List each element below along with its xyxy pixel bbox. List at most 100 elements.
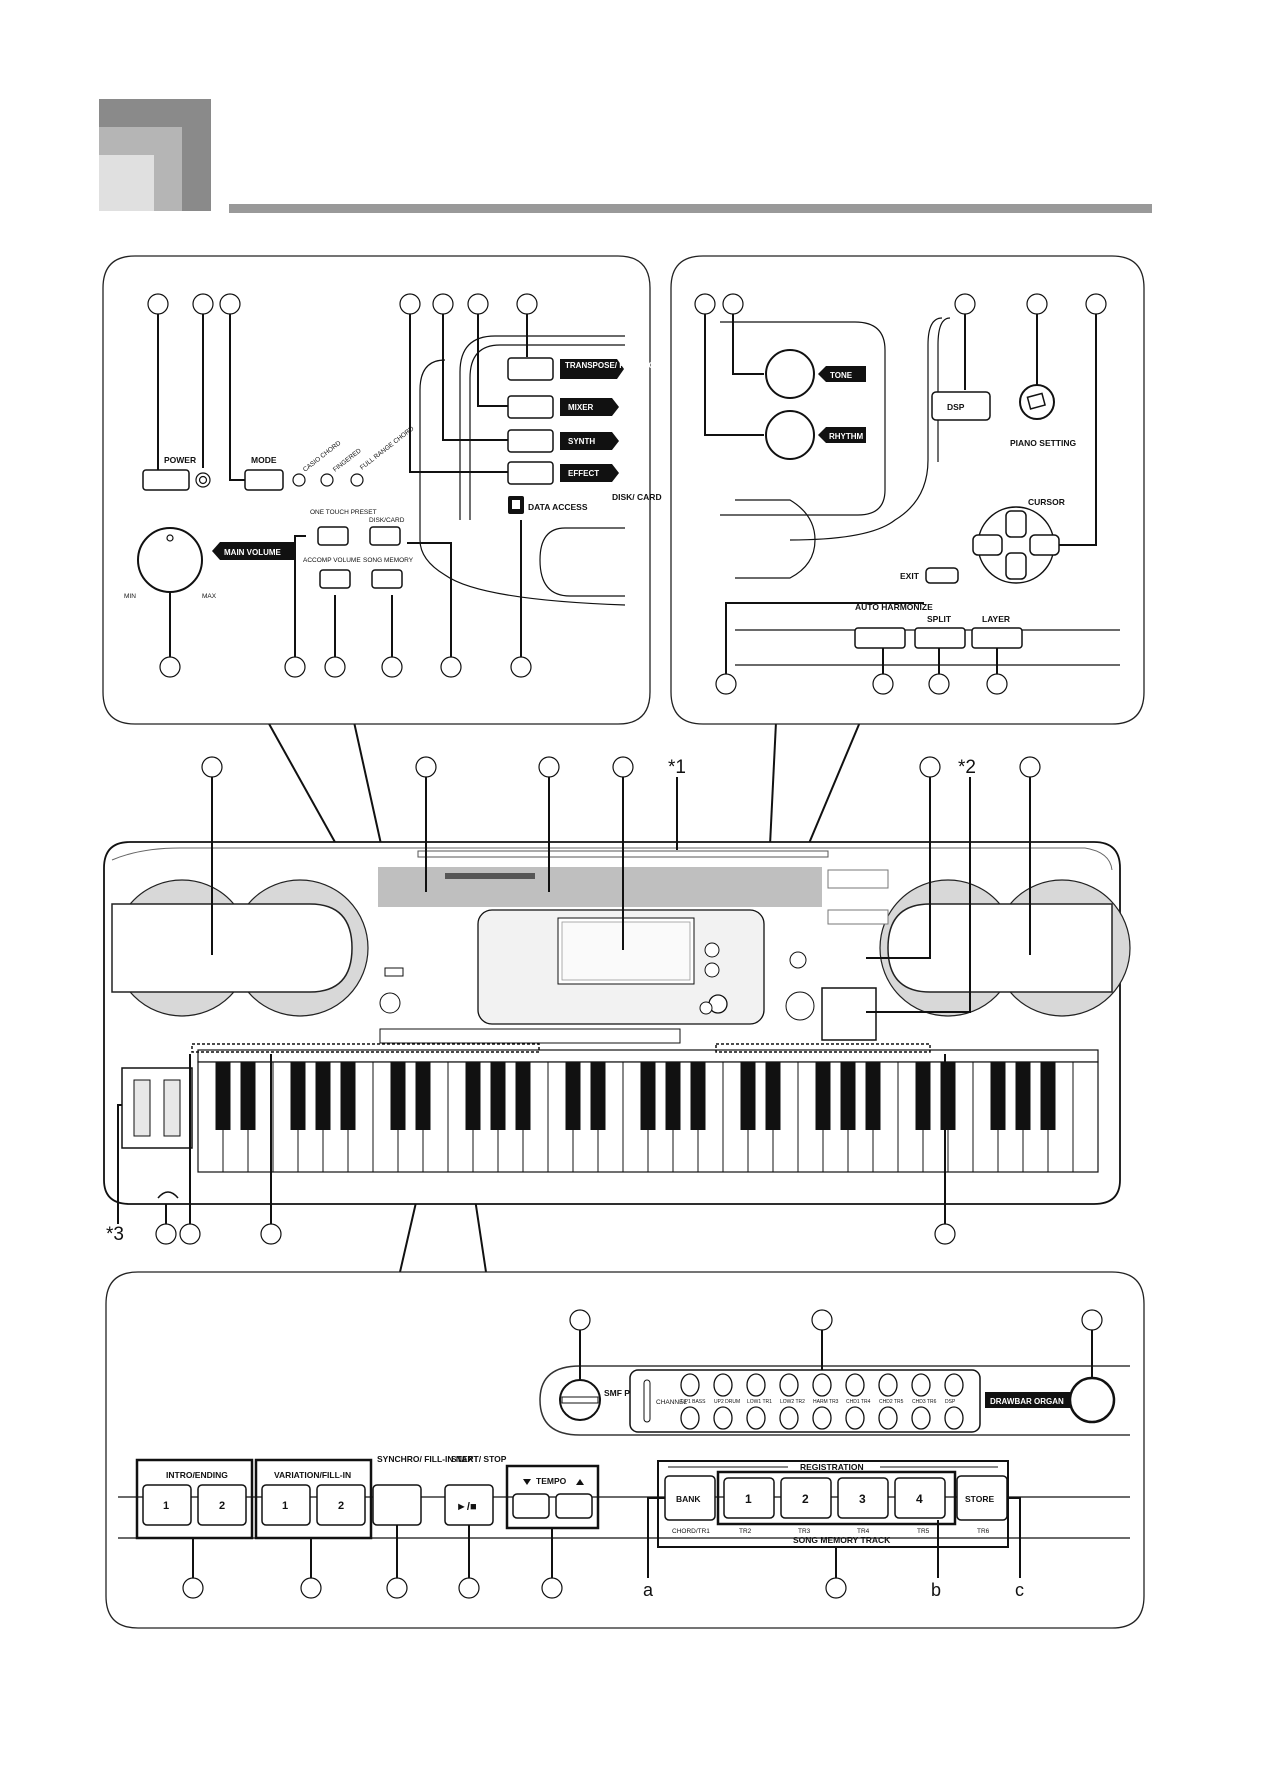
channel-track-label: UP2 DRUM (714, 1399, 740, 1405)
black-key[interactable] (1015, 1062, 1031, 1130)
callout-number-circle (919, 756, 941, 778)
rhythm-button[interactable] (765, 410, 815, 460)
tone-button[interactable] (765, 349, 815, 399)
synth-button[interactable] (507, 429, 554, 453)
channel-button-upper[interactable] (812, 1373, 832, 1397)
split-label: SPLIT (927, 614, 952, 624)
black-key[interactable] (840, 1062, 856, 1130)
header-square-light (99, 155, 154, 211)
channel-track-label: UP1 BASS (681, 1399, 706, 1405)
song-memory-track-label: SONG MEMORY TRACK (793, 1535, 891, 1545)
channel-button-upper[interactable] (713, 1373, 733, 1397)
channel-button-lower[interactable] (746, 1406, 766, 1430)
channel-button-upper[interactable] (746, 1373, 766, 1397)
channel-button-lower[interactable] (878, 1406, 898, 1430)
black-key[interactable] (340, 1062, 356, 1130)
layer-button[interactable] (971, 627, 1023, 649)
piano-setting-button[interactable] (1019, 384, 1055, 420)
black-key[interactable] (465, 1062, 481, 1130)
dsp-button[interactable] (931, 391, 991, 421)
channel-button-upper[interactable] (944, 1373, 964, 1397)
cursor-right-button[interactable] (1029, 534, 1060, 556)
black-key[interactable] (240, 1062, 256, 1130)
variation-1-button[interactable] (261, 1484, 311, 1526)
data-access-label: DATA ACCESS (528, 502, 588, 512)
channel-button-upper[interactable] (680, 1373, 700, 1397)
tempo-up-button[interactable] (555, 1493, 593, 1519)
auto-harmonize-button[interactable] (854, 627, 906, 649)
phones-jack-icon (157, 1191, 179, 1199)
channel-button-lower[interactable] (680, 1406, 700, 1430)
tempo-label: TEMPO (536, 1476, 567, 1486)
split-button[interactable] (914, 627, 966, 649)
registration-button-4[interactable] (894, 1477, 946, 1519)
disk-card-button[interactable] (369, 526, 401, 546)
black-key[interactable] (515, 1062, 531, 1130)
cursor-up-button[interactable] (1005, 510, 1027, 538)
channel-button-lower[interactable] (812, 1406, 832, 1430)
exit-button[interactable] (925, 567, 959, 584)
black-key[interactable] (765, 1062, 781, 1130)
registration-button-3[interactable] (837, 1477, 889, 1519)
black-key[interactable] (590, 1062, 606, 1130)
black-key[interactable] (940, 1062, 956, 1130)
channel-button-lower[interactable] (779, 1406, 799, 1430)
black-key[interactable] (390, 1062, 406, 1130)
black-key[interactable] (415, 1062, 431, 1130)
registration-button-1[interactable] (723, 1477, 775, 1519)
mixer-button[interactable] (507, 395, 554, 419)
black-key[interactable] (690, 1062, 706, 1130)
channel-button-upper[interactable] (911, 1373, 931, 1397)
mixer-tag-icon (560, 398, 619, 416)
transpose-function-button[interactable] (507, 357, 554, 381)
keyboard-illustration: *1 *2 (103, 756, 1131, 1245)
black-key[interactable] (990, 1062, 1006, 1130)
black-key[interactable] (215, 1062, 231, 1130)
channel-label: CHANNEL (656, 1399, 687, 1406)
play-stop-icon: ►/■ (456, 1501, 477, 1513)
accomp-volume-button[interactable] (319, 569, 351, 589)
cursor-left-button[interactable] (972, 534, 1003, 556)
black-key[interactable] (915, 1062, 931, 1130)
channel-button-upper[interactable] (845, 1373, 865, 1397)
variation-2-button[interactable] (316, 1484, 366, 1526)
channel-button-lower[interactable] (911, 1406, 931, 1430)
song-memory-button[interactable] (371, 569, 403, 589)
tone-label: TONE (830, 371, 853, 380)
callout-letter-b: b (931, 1580, 941, 1600)
black-key[interactable] (1040, 1062, 1056, 1130)
one-touch-preset-button[interactable] (317, 526, 349, 546)
channel-button-lower[interactable] (713, 1406, 733, 1430)
black-key[interactable] (290, 1062, 306, 1130)
main-volume-knob[interactable] (137, 527, 203, 593)
effect-tag-icon (560, 464, 619, 482)
black-key[interactable] (740, 1062, 756, 1130)
black-key[interactable] (315, 1062, 331, 1130)
main-volume-tag-icon (212, 542, 296, 560)
callout-top-right: TONE RHYTHM DSP PIANO SETTING CURSOR EXI… (670, 255, 1145, 725)
intro-2-button[interactable] (197, 1484, 247, 1526)
band-label-box (445, 873, 535, 879)
channel-button-lower[interactable] (944, 1406, 964, 1430)
right-speaker (879, 879, 1131, 1017)
channel-button-upper[interactable] (779, 1373, 799, 1397)
black-key[interactable] (665, 1062, 681, 1130)
channel-button-lower[interactable] (845, 1406, 865, 1430)
synchro-fill-in-next-button[interactable] (372, 1484, 422, 1526)
mode-button[interactable] (244, 469, 284, 491)
tempo-down-button[interactable] (512, 1493, 550, 1519)
cursor-down-button[interactable] (1005, 552, 1027, 580)
drawbar-organ-button[interactable] (1068, 1376, 1116, 1424)
power-button[interactable] (142, 469, 190, 491)
black-key[interactable] (865, 1062, 881, 1130)
effect-button[interactable] (507, 461, 554, 485)
registration-button-2[interactable] (780, 1477, 832, 1519)
panel-number-grid (821, 987, 877, 1041)
black-key[interactable] (565, 1062, 581, 1130)
black-key[interactable] (815, 1062, 831, 1130)
black-key[interactable] (640, 1062, 656, 1130)
intro-1-button[interactable] (142, 1484, 192, 1526)
channel-track-label: CHD1 TR4 (846, 1399, 871, 1405)
black-key[interactable] (490, 1062, 506, 1130)
channel-button-upper[interactable] (878, 1373, 898, 1397)
